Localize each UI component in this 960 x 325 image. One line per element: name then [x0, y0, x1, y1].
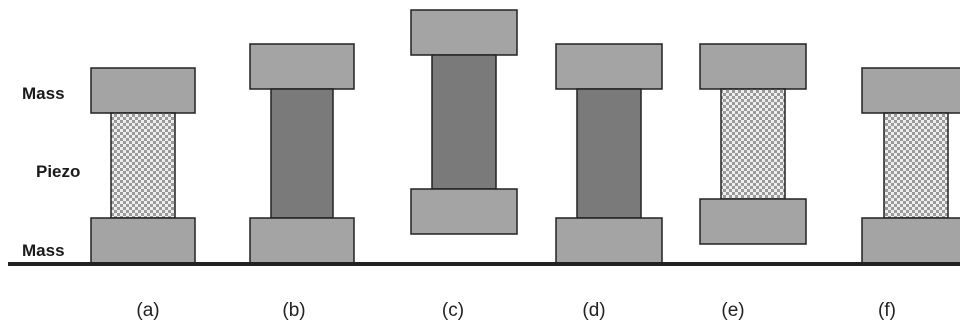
mass-block-bottom [555, 217, 663, 264]
mass-block-top [555, 43, 663, 90]
piezo-element-solid [431, 54, 497, 190]
mass-block-bottom [410, 188, 518, 235]
mass-block-bottom [861, 217, 960, 264]
mass-block-top [249, 43, 355, 90]
configuration-a [90, 67, 196, 264]
caption-d: (d) [582, 300, 605, 321]
configuration-d [555, 43, 663, 264]
piezo-label: Piezo [36, 162, 80, 181]
piezo-element-checkered [883, 112, 949, 219]
mass-block-bottom [90, 217, 196, 264]
mass-block-bottom [249, 217, 355, 264]
mass-block-top [410, 9, 518, 56]
mass-block-top [861, 67, 960, 114]
ground-line [8, 262, 960, 266]
piezo-element-checkered [720, 88, 786, 200]
configuration-b [249, 43, 355, 264]
configuration-c [410, 9, 518, 235]
piezo-element-checkered [110, 112, 176, 219]
piezo-element-solid [576, 88, 642, 219]
caption-a: (a) [136, 300, 159, 321]
caption-c: (c) [442, 300, 464, 321]
mass-top-label: Mass [22, 84, 65, 103]
caption-e: (e) [721, 300, 744, 321]
piezo-element-solid [270, 88, 334, 219]
mass-block-top [90, 67, 196, 114]
mass-bottom-label: Mass [22, 241, 65, 260]
mass-block-top [699, 43, 807, 90]
configuration-f [861, 67, 960, 264]
configuration-e [699, 43, 807, 245]
caption-f: (f) [878, 300, 896, 321]
mass-block-bottom [699, 198, 807, 245]
caption-b: (b) [282, 300, 305, 321]
